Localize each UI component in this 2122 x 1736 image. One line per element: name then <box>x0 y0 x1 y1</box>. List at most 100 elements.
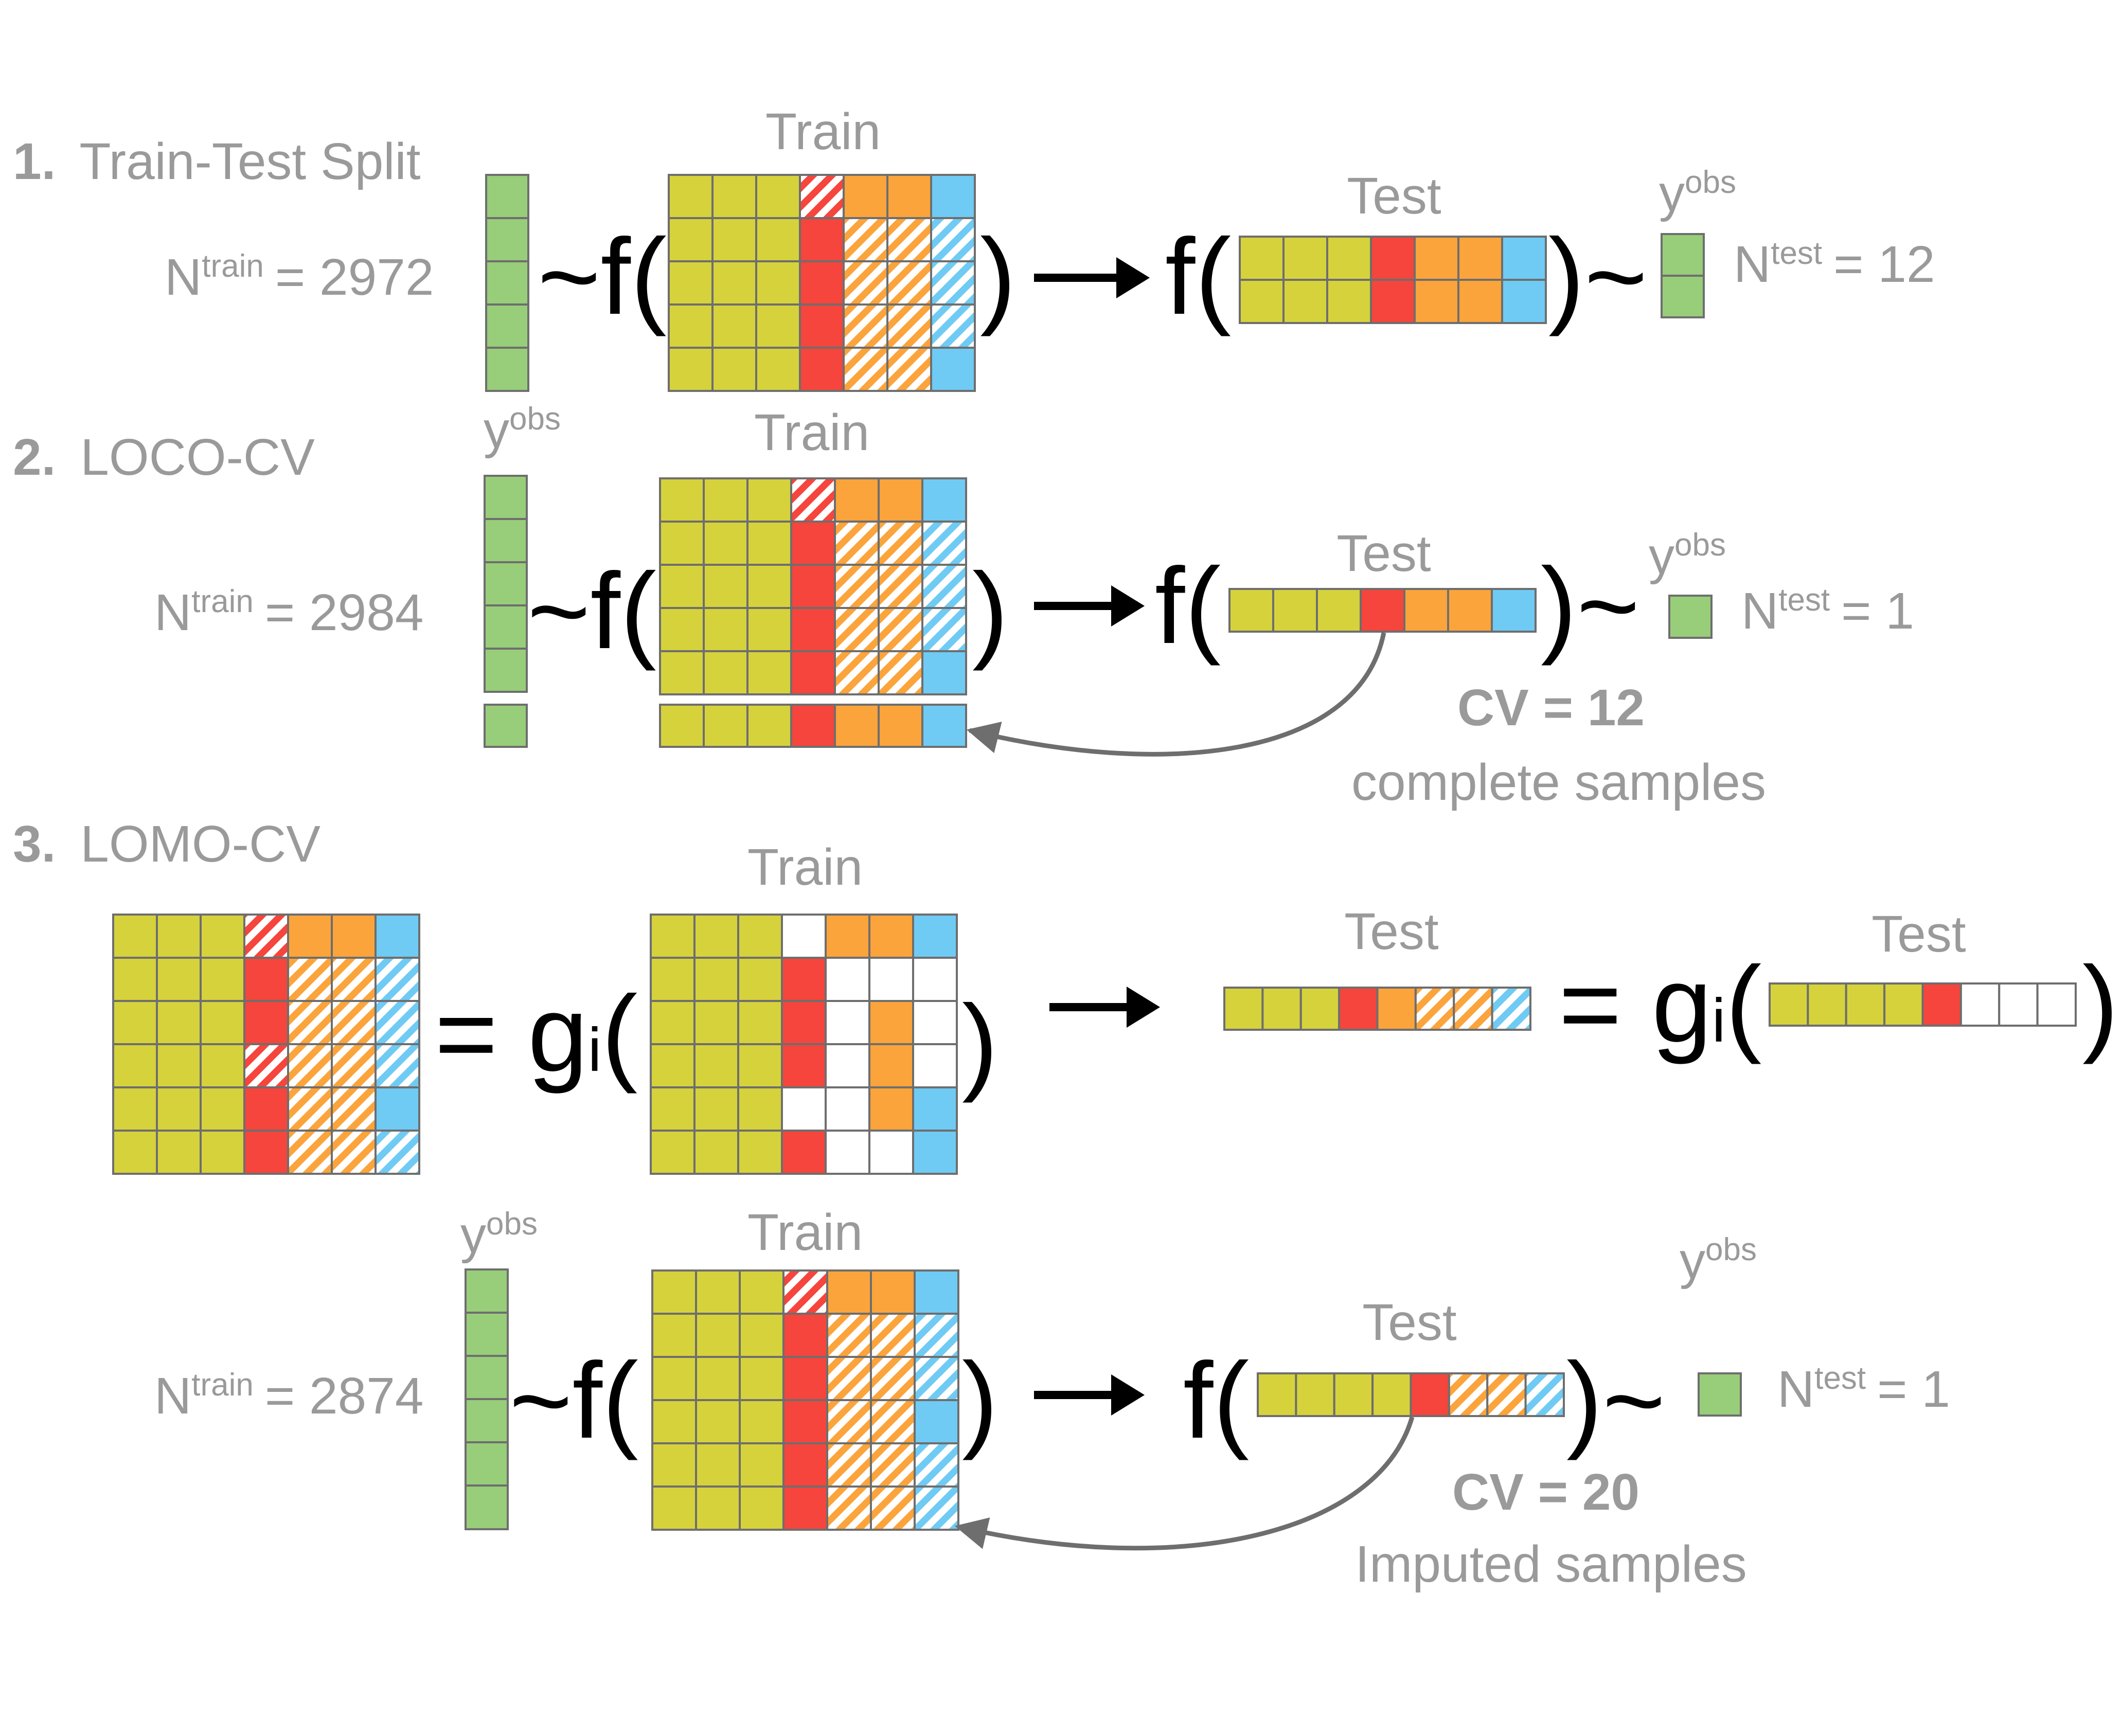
matrix-cell-red <box>1370 279 1416 324</box>
matrix-cell-blue <box>921 650 967 695</box>
row3-g-sub: i <box>588 1015 602 1084</box>
matrix-cell-orange-hatched <box>834 564 880 609</box>
row2-tilde-f-open: ~f( <box>527 550 656 671</box>
row1-yobs-label: yobs <box>1659 165 1736 222</box>
matrix-cell-orange <box>878 477 923 523</box>
matrix-cell-orange-hatched <box>843 347 888 392</box>
row1-ntest-base: N <box>1734 236 1771 293</box>
matrix-cell-olive <box>755 303 801 349</box>
row1-yobs-base: y <box>1659 165 1685 222</box>
matrix-cell-orange-hatched <box>834 521 880 566</box>
row4-close-paren: ) <box>962 1340 998 1461</box>
row2-close-tilde: )~ <box>1541 545 1640 666</box>
row3-close-paren-right: ) <box>2082 944 2118 1065</box>
matrix-cell-olive <box>693 1086 739 1132</box>
row1-ntest-label: Ntest= 12 <box>1734 236 1935 293</box>
row1-ntrain-sup: train <box>202 248 264 284</box>
matrix-cell-olive <box>703 704 748 748</box>
matrix-cell-orange-hatched <box>843 260 888 306</box>
matrix-cell-red <box>1370 236 1416 281</box>
matrix-cell-orange <box>1447 588 1493 633</box>
matrix-cell-orange-hatched <box>878 564 923 609</box>
matrix-cell-olive <box>650 957 696 1002</box>
row2-yobs-test-label: yobs <box>1649 527 1726 585</box>
row1-close-paren: ) <box>980 216 1016 337</box>
matrix-cell-blue-hatched <box>914 1356 959 1401</box>
row4-train-label: Train <box>747 1204 863 1261</box>
matrix-cell-olive <box>156 914 202 959</box>
matrix-cell-olive <box>1223 987 1264 1031</box>
row1-ntest-value: = 12 <box>1833 236 1935 293</box>
matrix-cell-olive <box>200 914 245 959</box>
section-1-number: 1. <box>13 133 56 190</box>
matrix-cell-missing <box>825 1130 870 1175</box>
row2-yobs-label: yobs <box>484 401 561 459</box>
row3-equals-g-right-text: = g <box>1559 944 1712 1065</box>
matrix-cell-missing <box>912 957 958 1002</box>
matrix-cell-blue <box>375 914 420 959</box>
matrix-cell-blue-hatched <box>921 607 967 652</box>
matrix-cell-olive <box>650 1000 696 1045</box>
matrix-cell-blue <box>921 704 967 748</box>
matrix-cell-olive <box>156 1130 202 1175</box>
matrix-cell-orange-hatched <box>287 957 333 1002</box>
matrix-cell-orange-hatched <box>826 1313 872 1358</box>
row4-cv-count: CV = 20 <box>1452 1463 1639 1521</box>
matrix-cell-olive <box>703 564 748 609</box>
matrix-cell-orange-hatched <box>331 1086 377 1132</box>
matrix-cell-red <box>782 1313 828 1358</box>
matrix-cell-orange-hatched <box>826 1399 872 1444</box>
matrix-cell-olive <box>1316 588 1362 633</box>
matrix-cell-olive <box>651 1269 697 1315</box>
matrix-cell-olive <box>737 1086 783 1132</box>
matrix-cell-olive <box>695 1269 741 1315</box>
matrix-cell-olive <box>668 174 714 219</box>
matrix-cell-red <box>799 217 845 262</box>
row4-yobs-base: y <box>460 1206 486 1264</box>
matrix-cell-red <box>1410 1372 1450 1417</box>
matrix-cell-olive <box>112 914 158 959</box>
matrix-cell-missing <box>781 1086 827 1132</box>
matrix-cell-orange-hatched <box>886 260 932 306</box>
row2-cv-description: complete samples <box>1351 754 1766 811</box>
row4-ntest-base: N <box>1777 1361 1814 1418</box>
section-3-heading: 3. LOMO-CV <box>13 815 320 873</box>
matrix-cell-blue-hatched <box>921 521 967 566</box>
row4-yobs-test-label: yobs <box>1680 1232 1757 1290</box>
matrix-cell-olive <box>659 704 705 748</box>
matrix-cell-orange-hatched <box>287 1086 333 1132</box>
row4-arrow <box>1034 1374 1145 1416</box>
row2-test-matrix <box>1228 588 1537 633</box>
row4-ntest-label: Ntest= 1 <box>1777 1361 1950 1418</box>
matrix-cell-missing <box>1959 982 2001 1027</box>
matrix-cell-red <box>799 303 845 349</box>
matrix-cell-olive <box>739 1356 784 1401</box>
matrix-cell-red <box>790 607 836 652</box>
matrix-cell-red <box>790 650 836 695</box>
row3-close-paren: ) <box>962 982 998 1103</box>
row2-ntrain-label: Ntrain= 2984 <box>154 584 423 641</box>
matrix-cell-olive <box>1261 987 1302 1031</box>
matrix-cell-orange-hatched <box>287 1043 333 1088</box>
row2-train-matrix <box>659 477 967 695</box>
matrix-cell-red <box>1921 982 1962 1027</box>
matrix-cell-orange-hatched <box>1453 987 1493 1031</box>
section-1-title: Train-Test Split <box>79 133 420 190</box>
row4-yobs-test-cell <box>1698 1372 1742 1417</box>
matrix-cell-orange <box>1376 987 1417 1031</box>
matrix-cell-red <box>1360 588 1405 633</box>
matrix-cell-olive <box>746 521 792 566</box>
row4-cv-description: Imputed samples <box>1355 1535 1746 1593</box>
row3-equals-g-right: = gi( <box>1559 944 1761 1065</box>
row4-ntest-sup: test <box>1814 1361 1866 1396</box>
matrix-cell-olive <box>659 564 705 609</box>
row3-test-matrix-left <box>1223 987 1531 1031</box>
matrix-cell-orange <box>870 1269 916 1315</box>
matrix-cell-olive <box>737 1000 783 1045</box>
matrix-cell-olive <box>668 217 714 262</box>
matrix-cell-blue <box>921 477 967 523</box>
matrix-cell-orange <box>868 914 914 959</box>
matrix-cell-olive <box>755 217 801 262</box>
matrix-cell-orange <box>1457 279 1503 324</box>
matrix-cell-olive <box>1326 279 1372 324</box>
